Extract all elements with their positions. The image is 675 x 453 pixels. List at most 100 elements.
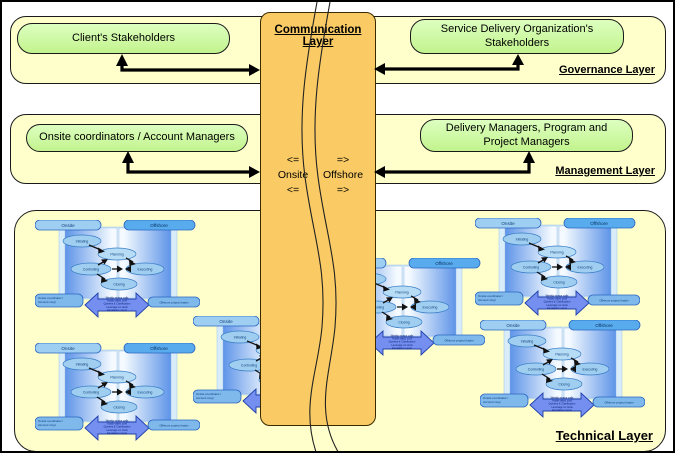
communication-layer-title: Communication Layer [274,24,362,48]
controlling-ellipse [70,385,112,399]
onsite-role-pill [35,416,84,431]
initiating-ellipse [220,330,260,344]
mini-process-svg: Onsite Offshore Initiating Planning Cont… [35,343,200,442]
onsite-pill-label: Onsite [61,346,75,351]
initiating-label: Initiating [521,340,534,344]
controlling-label: Controlling [241,364,257,368]
executing-label: Executing [138,268,153,272]
initiating-ellipse [507,334,547,348]
svg-text:Audio video conf: Audio video conf [107,422,127,426]
initiating-label: Initiating [516,238,529,242]
governance-layer-label: Governance Layer [559,64,655,76]
planning-label: Planning [395,291,408,295]
onsite-role-line2: Account mngr [38,300,56,304]
onsite-pill [35,343,102,354]
process-arrows [88,367,136,406]
offshore-role-pill [432,334,485,346]
offshore-role-pill [147,419,200,431]
onsite-role-line2: Account mngr [478,298,496,302]
initiating-ellipse [62,234,102,248]
offshore-pill [568,320,641,331]
initiating-label: Initiating [76,363,89,367]
svg-text:Audio video conf: Audio video conf [552,399,572,403]
svg-text:Leverage on tools: Leverage on tools [106,305,128,309]
closing-ellipse [100,277,138,291]
mini-process-diagram: Onsite Offshore Initiating Planning Cont… [35,343,200,443]
offshore-pill [563,218,636,229]
mini-process-svg: Onsite Offshore Initiating Planning Cont… [480,320,645,419]
mini-process-svg: Onsite Offshore Initiating Planning Cont… [35,220,200,319]
closing-label: Closing [113,283,124,287]
mini-process-svg: Onsite Offshore Initiating Planning Cont… [475,218,640,317]
offshore-role-label: Offshore project leader [159,301,188,305]
exchange-arrow-text: Weekly status calls Audio video conf Que… [104,419,131,435]
controlling-label: Controlling [83,268,99,272]
initiating-ellipse [62,357,102,371]
onsite-role-line1: Onsite coordinator / [478,294,503,298]
planning-ellipse [542,347,582,361]
planning-label: Planning [110,253,123,257]
onsite-coordinators-box: Onsite coordinators / Account Managers [26,124,248,152]
exchange-arrow-text: Weekly status calls Audio video conf Que… [104,296,131,312]
comm-offshore-block: => Offshore => [317,153,369,198]
executing-label: Executing [138,391,153,395]
svg-text:Audio video conf: Audio video conf [392,337,412,341]
process-arrows [533,344,581,383]
communication-layer-column: Communication Layer <= Onsite <= => Offs… [260,12,376,426]
planning-label: Planning [555,353,568,357]
svg-text:Audio video conf: Audio video conf [107,299,127,303]
offshore-pill [123,220,196,231]
onsite-role-line1: Onsite coordinator / [38,296,63,300]
svg-text:Leverage on tools: Leverage on tools [546,303,568,307]
planning-ellipse [97,247,137,261]
offshore-role-label: Offshore project leader [159,424,188,428]
executing-label: Executing [578,266,593,270]
sdo-stakeholders-box: Service Delivery Organization's Stakehol… [410,19,624,54]
sdo-stakeholders-label: Service Delivery Organization's Stakehol… [440,22,594,49]
offshore-pill [123,343,196,354]
svg-text:Leverage on tools: Leverage on tools [391,343,413,347]
closing-label: Closing [113,406,124,410]
svg-text:Weekly status calls: Weekly status calls [106,419,129,423]
onsite-role-line1: Onsite coordinator / [196,392,221,396]
planning-ellipse [97,370,137,384]
planning-ellipse [537,245,577,259]
exchange-arrow-text: Weekly status calls Audio video conf Que… [544,294,571,310]
offshore-pill-label: Offshore [595,323,613,328]
svg-text:Queries & Clarification: Queries & Clarification [389,340,416,344]
onsite-pill [193,316,260,327]
offshore-pill-label: Offshore [150,346,168,351]
onsite-role-line1: Onsite coordinator / [38,419,63,423]
client-stakeholders-label: Client's Stakeholders [72,31,175,44]
onsite-coordinators-label: Onsite coordinators / Account Managers [39,131,235,144]
controlling-label: Controlling [528,368,544,372]
onsite-role-pill [35,293,84,308]
controlling-ellipse [510,260,552,274]
controlling-ellipse [70,262,112,276]
onsite-pill-label: Onsite [61,223,75,228]
initiating-ellipse [502,232,542,246]
closing-label: Closing [398,321,409,325]
offshore-label: Offshore [322,169,364,181]
onsite-label: Onsite [277,169,309,181]
client-stakeholders-box: Client's Stakeholders [17,23,230,54]
offshore-role-label: Offshore project leader [599,299,628,303]
exchange-arrow-text: Weekly status calls Audio video conf Que… [549,396,576,412]
offshore-arrow-bottom: => [336,184,350,196]
onsite-pill [35,220,102,231]
svg-text:Escalation mgmt: Escalation mgmt [547,306,567,310]
offshore-role-label: Offshore project leader [604,401,633,405]
process-arrows [528,242,576,281]
onsite-role-line1: Onsite coordinator / [483,396,508,400]
delivery-managers-box: Delivery Managers, Program and Project M… [420,119,633,152]
svg-text:Escalation mgmt: Escalation mgmt [107,308,127,312]
closing-ellipse [100,400,138,414]
onsite-role-pill [193,389,242,404]
closing-ellipse [545,377,583,391]
controlling-label: Controlling [523,266,539,270]
process-arrows [373,282,421,321]
executing-label: Executing [423,306,438,310]
offshore-pill-label: Offshore [590,221,608,226]
closing-label: Closing [553,281,564,285]
